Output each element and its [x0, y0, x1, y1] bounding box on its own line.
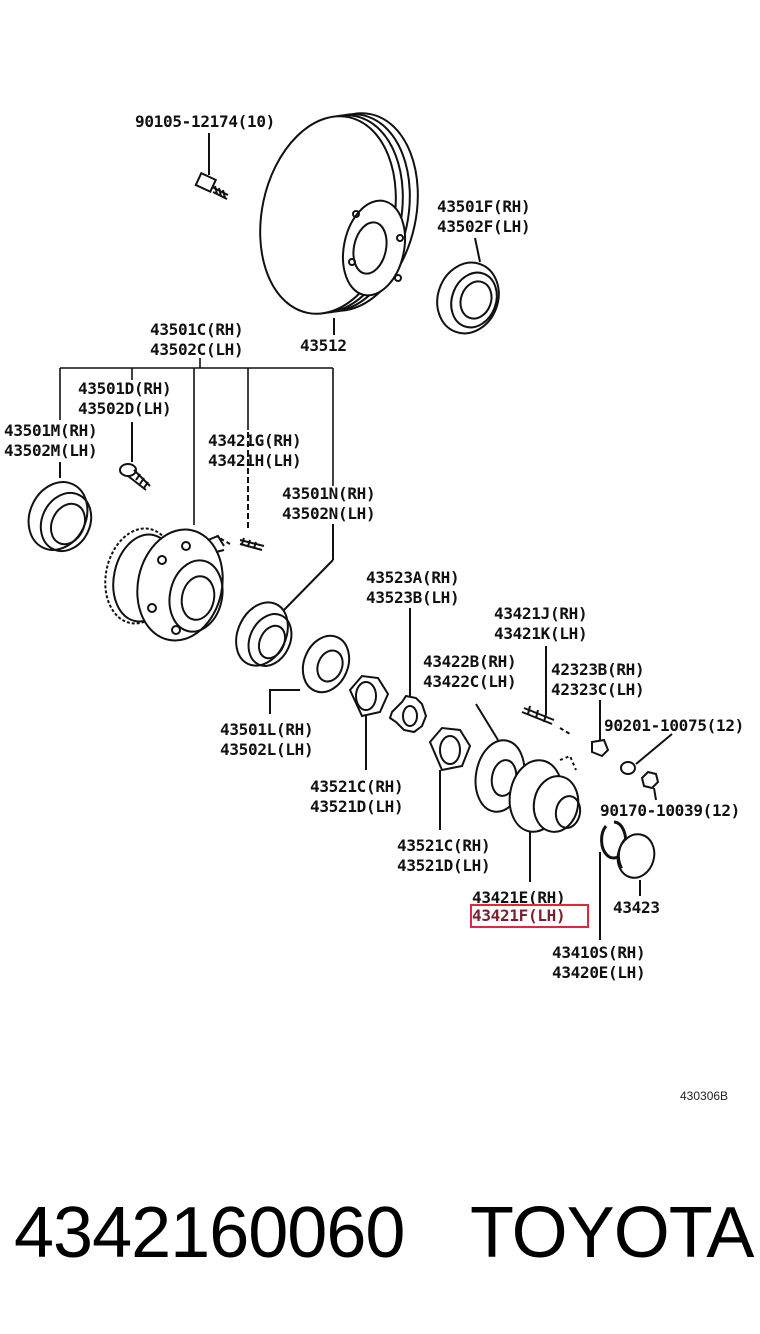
label-disc: 43512 [300, 336, 347, 355]
kit-bracket-lines [59, 358, 334, 525]
label-m-rh: 43501M(RH) [4, 421, 98, 440]
label-l-rh: 43501L(RH) [220, 720, 314, 739]
lock-washer-drawing [388, 608, 428, 734]
label-m-lh: 43502M(LH) [4, 441, 98, 460]
snap-ring-drawing [599, 820, 628, 940]
label-c2-lh: 43422C(LH) [423, 672, 517, 691]
hub-cap-drawing [616, 833, 656, 896]
label-kit-c-lh: 43502C(LH) [150, 340, 244, 359]
label-n-rh: 43501N(RH) [282, 484, 376, 503]
label-nut2-lh: 43521D(LH) [397, 856, 491, 875]
oil-seal-f-drawing [436, 237, 500, 335]
label-nut-90170: 90170-10039(12) [600, 801, 740, 820]
washer-90201-drawing [620, 733, 673, 775]
hub-bolt-drawing [119, 422, 151, 491]
label-h-lh: 43421H(LH) [208, 451, 302, 470]
bolt-90105-drawing [194, 133, 229, 200]
label-seal-f-lh: 43502F(LH) [437, 217, 531, 236]
brake-disc-drawing [259, 112, 419, 335]
label-j-rh: 43421J(RH) [494, 604, 588, 623]
label-bolt-90201: 90201-10075(12) [604, 716, 744, 735]
lock-nut-2-drawing [428, 726, 472, 830]
label-b2-rh: 43422B(RH) [423, 652, 517, 671]
label-nut2-rh: 43521C(RH) [397, 836, 491, 855]
label-k-lh: 43421K(LH) [494, 624, 588, 643]
label-cap: 43423 [613, 898, 660, 917]
axle-hub-drawing [104, 527, 231, 642]
label-b-lh: 43523B(LH) [366, 588, 460, 607]
hub-stud-g-drawing [239, 432, 265, 551]
label-b3-rh: 42323B(RH) [551, 660, 645, 679]
label-n-lh: 43502N(LH) [282, 504, 376, 523]
figure-code: 430306B [680, 1089, 729, 1103]
label-c3-lh: 42323C(LH) [551, 680, 645, 699]
label-seal-f-rh: 43501F(RH) [437, 197, 531, 216]
label-l-lh: 43502L(LH) [220, 740, 314, 759]
label-nut1-lh: 43521D(LH) [310, 797, 404, 816]
label-g-rh: 43421G(RH) [208, 431, 302, 450]
lock-nut-1-drawing [348, 674, 390, 770]
flange-stud-drawing [521, 646, 571, 735]
label-e-rh: 43421E(RH) [472, 888, 566, 907]
label-kit-c-rh: 43501C(RH) [150, 320, 244, 339]
label-d-rh: 43501D(RH) [78, 379, 172, 398]
label-a-rh: 43523A(RH) [366, 568, 460, 587]
cone-washer-drawing [591, 700, 610, 758]
label-s-rh: 43410S(RH) [552, 943, 646, 962]
inner-bearing-drawing [235, 524, 334, 667]
label-nut1-rh: 43521C(RH) [310, 777, 404, 796]
label-d-lh: 43502D(LH) [78, 399, 172, 418]
label-e2-lh: 43420E(LH) [552, 963, 646, 982]
claw-washer-drawing [269, 634, 351, 714]
part-number: 4342160060 [14, 1193, 405, 1273]
brand-name: TOYOTA [470, 1193, 754, 1273]
label-bolt-90105: 90105-12174(10) [135, 112, 275, 131]
outer-bearing-drawing [27, 462, 93, 553]
nut-90170-drawing [640, 770, 660, 801]
label-f-lh-highlighted[interactable]: 43421F(LH) [470, 904, 589, 928]
free-wheel-flange-drawing [508, 754, 582, 882]
